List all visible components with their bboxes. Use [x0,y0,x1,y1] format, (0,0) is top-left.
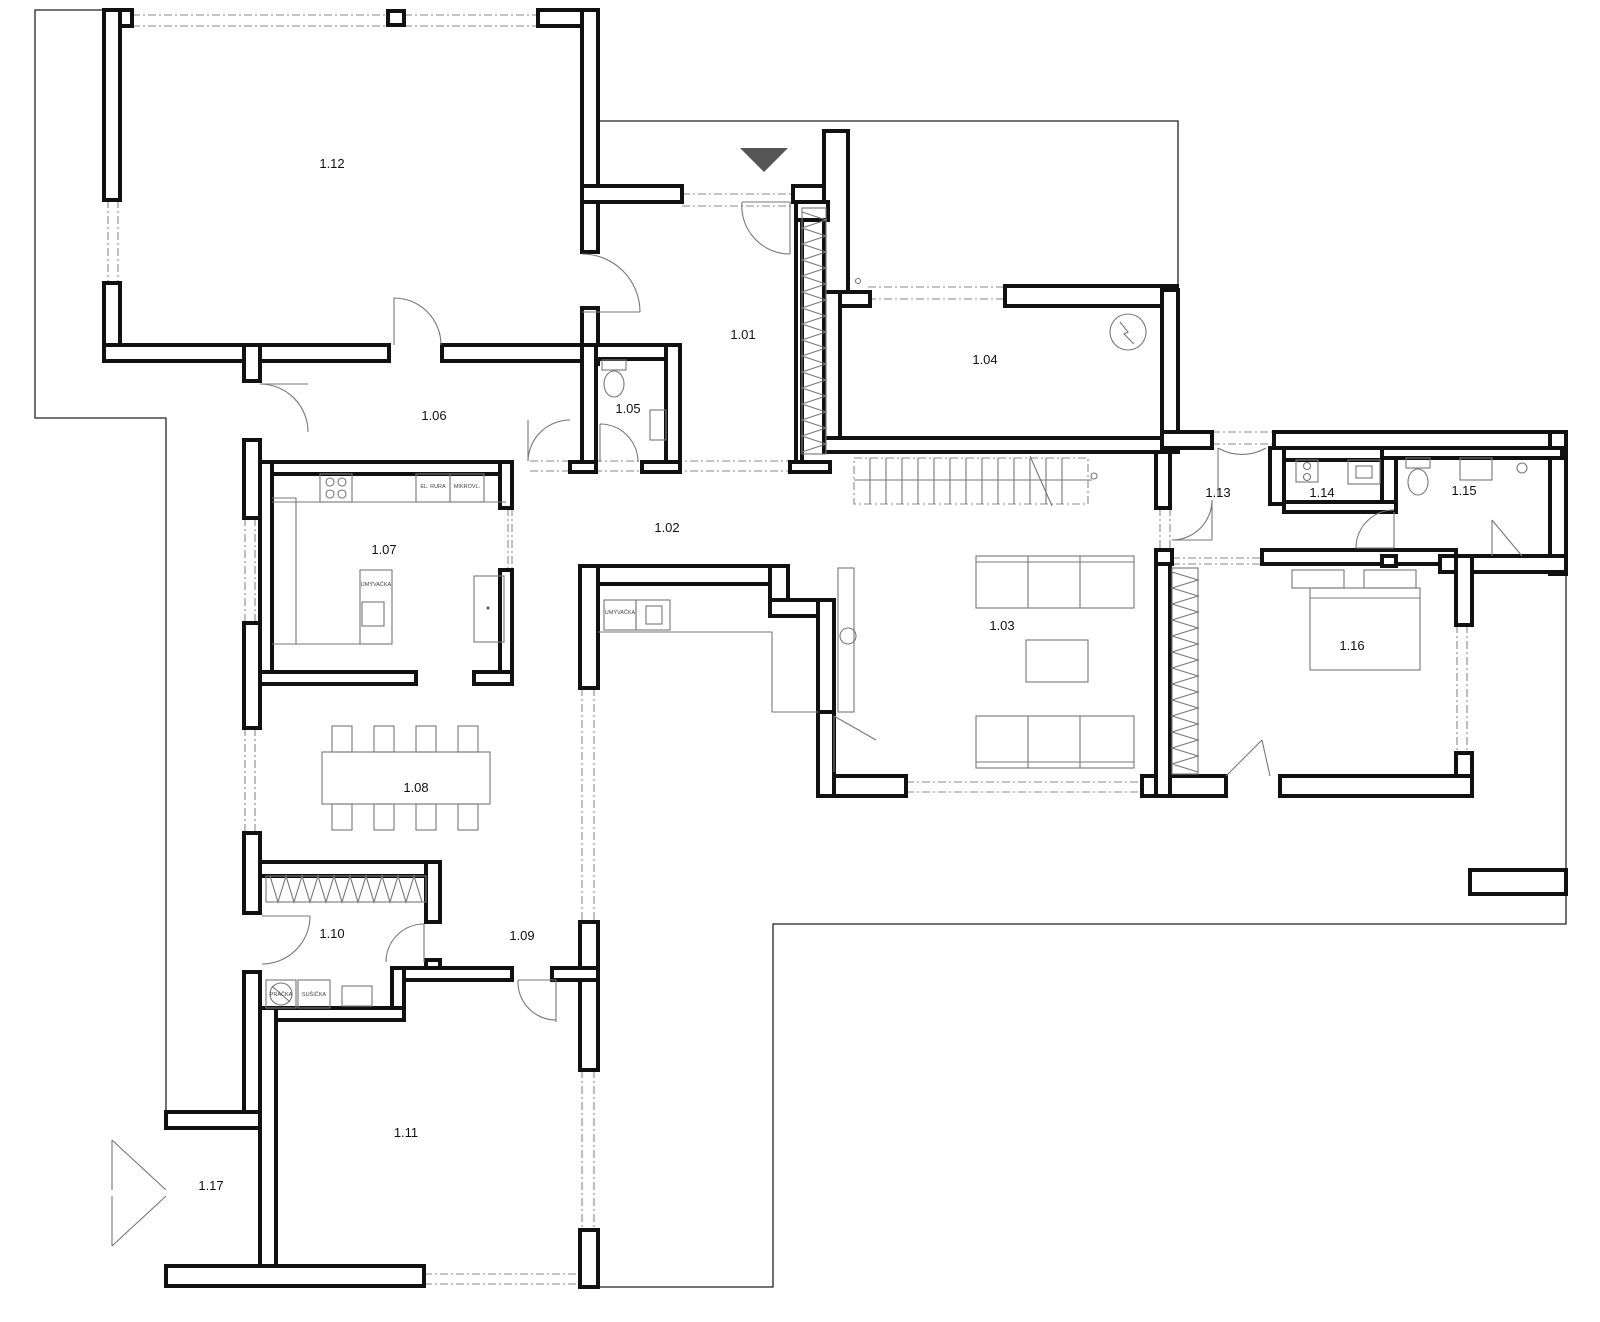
room-label-1-06: 1.06 [421,408,446,423]
room-label-1-08: 1.08 [403,780,428,795]
room-label-1-12: 1.12 [319,156,344,171]
walls [102,8,1568,1289]
counter-furniture: UMÝVAČKA [598,567,857,713]
kitchen-furniture: EL. RURA MIKROVL. UMÝVAČKA [272,473,506,645]
living-furniture [975,555,1135,769]
doors [111,148,1523,1247]
room-label-1-02: 1.02 [654,520,679,535]
room-label-1-14: 1.14 [1309,485,1334,500]
site-outline [34,9,1567,1288]
oven-label: EL. RURA [420,484,446,490]
room-label-1-09: 1.09 [509,928,534,943]
room-label-1-07: 1.07 [371,542,396,557]
room-label-1-05: 1.05 [615,401,640,416]
room-label-1-16: 1.16 [1339,638,1364,653]
washer-label: PRÁČKA [270,991,293,998]
sanitary-fixtures [601,277,1528,496]
dryer-label: SUŠIČKA [302,991,326,998]
room-label-1-01: 1.01 [730,327,755,342]
laundry-fixtures: PRÁČKA SUŠIČKA [265,979,373,1009]
dining-furniture [321,725,491,831]
room-label-1-15: 1.15 [1451,483,1476,498]
kitchen-dishwasher-label: UMÝVAČKA [361,581,392,588]
window-lines [107,14,1468,1285]
bed-furniture [1291,569,1421,671]
room-label-1-13: 1.13 [1205,485,1230,500]
room-labels: 1.12 1.01 1.04 1.05 1.06 1.07 1.02 1.03 … [198,156,1476,1193]
dishwasher-label: UMÝVAČKA [605,609,636,616]
room-label-1-10: 1.10 [319,926,344,941]
microwave-label: MIKROVL. [454,484,481,490]
room-label-1-04: 1.04 [972,352,997,367]
room-label-1-11: 1.11 [394,1125,418,1140]
staircase [853,455,1098,507]
wardrobes [265,207,1200,904]
room-label-1-17: 1.17 [198,1178,223,1193]
room-label-1-03: 1.03 [989,618,1014,633]
